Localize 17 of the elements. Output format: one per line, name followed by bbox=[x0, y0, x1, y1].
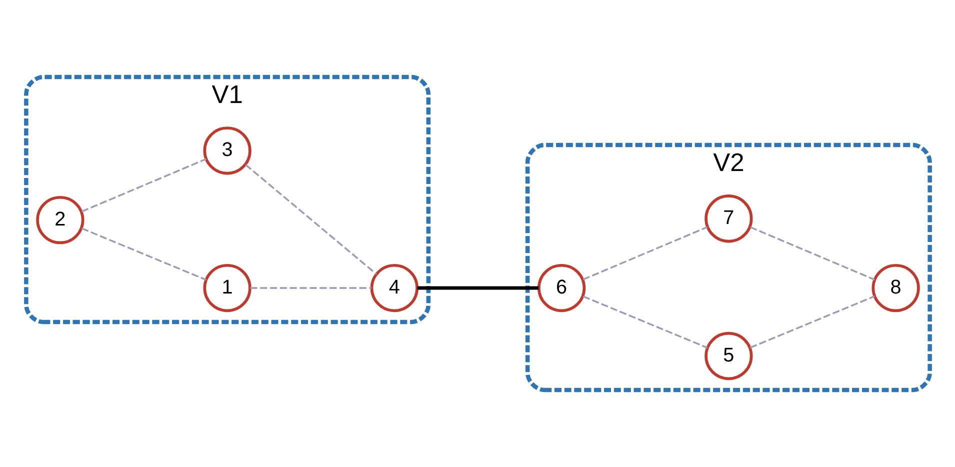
connector bbox=[749, 226, 874, 280]
connector bbox=[582, 226, 708, 280]
connector bbox=[244, 164, 376, 275]
connector bbox=[250, 287, 372, 289]
node-circle: 2 bbox=[36, 196, 84, 244]
connector bbox=[416, 286, 538, 290]
node-circle: 1 bbox=[202, 264, 251, 312]
connector bbox=[749, 295, 874, 348]
node-circle: 4 bbox=[370, 264, 418, 312]
node-circle: 7 bbox=[704, 194, 752, 243]
connector bbox=[80, 228, 206, 281]
node-circle: 5 bbox=[704, 332, 752, 380]
node-circle: 6 bbox=[536, 264, 586, 312]
connector bbox=[582, 296, 708, 349]
connector bbox=[80, 158, 206, 212]
node-circle: 8 bbox=[871, 264, 920, 312]
node-circle: 3 bbox=[202, 126, 251, 175]
